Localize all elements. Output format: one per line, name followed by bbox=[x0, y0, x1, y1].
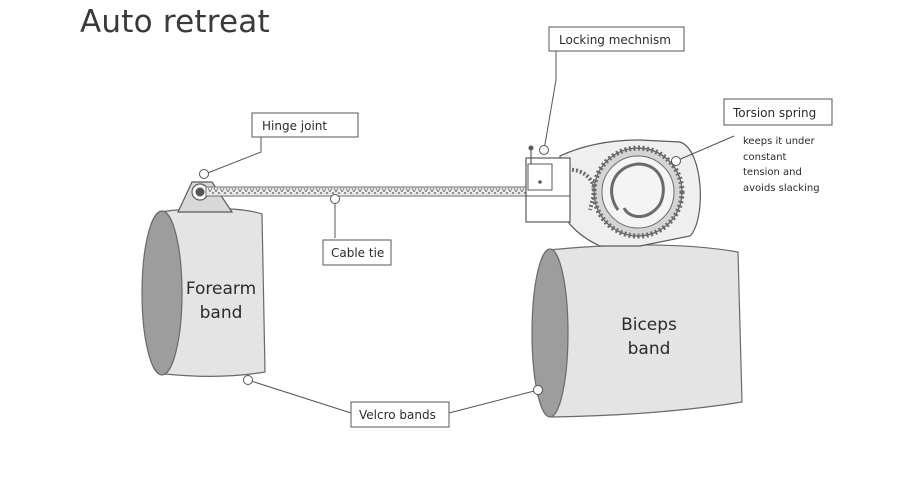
callout-velcro-bands-label: Velcro bands bbox=[359, 408, 436, 422]
leader-markers bbox=[199, 145, 681, 395]
locking-mechanism bbox=[525, 145, 571, 223]
forearm-band: Forearm band bbox=[141, 207, 266, 377]
biceps-band-label-line2: band bbox=[628, 339, 671, 359]
callout-cable-tie: Cable tie bbox=[322, 239, 392, 266]
torsion-note-line1: keeps it under bbox=[743, 136, 816, 147]
diagram-title: Auto retreat bbox=[80, 4, 270, 40]
callout-locking-mechanism-label: Locking mechnism bbox=[559, 33, 671, 47]
callout-hinge-joint-label: Hinge joint bbox=[262, 119, 327, 133]
biceps-band-label-line1: Biceps bbox=[621, 315, 677, 335]
callout-velcro-bands: Velcro bands bbox=[350, 401, 450, 428]
leader-lines bbox=[204, 51, 735, 414]
biceps-band-opening bbox=[531, 248, 569, 418]
callout-torsion-spring: Torsion spring bbox=[723, 98, 833, 126]
torsion-spring-note: keeps it under constant tension and avoi… bbox=[743, 136, 820, 194]
forearm-band-label-line2: band bbox=[200, 303, 243, 323]
forearm-band-opening bbox=[141, 210, 183, 376]
torsion-note-line3: tension and bbox=[743, 167, 802, 178]
torsion-spring-coil bbox=[610, 162, 665, 218]
biceps-band: Biceps band bbox=[531, 244, 743, 418]
callout-locking-mechanism: Locking mechnism bbox=[548, 26, 685, 52]
callout-hinge-joint: Hinge joint bbox=[251, 112, 359, 138]
callout-cable-tie-label: Cable tie bbox=[331, 246, 384, 260]
torsion-note-line2: constant bbox=[743, 152, 787, 163]
forearm-band-label-line1: Forearm bbox=[186, 279, 256, 299]
torsion-spring-housing bbox=[559, 139, 701, 247]
cable-tie bbox=[205, 186, 539, 197]
torsion-note-line4: avoids slacking bbox=[743, 183, 820, 194]
callout-torsion-spring-label: Torsion spring bbox=[732, 106, 816, 120]
